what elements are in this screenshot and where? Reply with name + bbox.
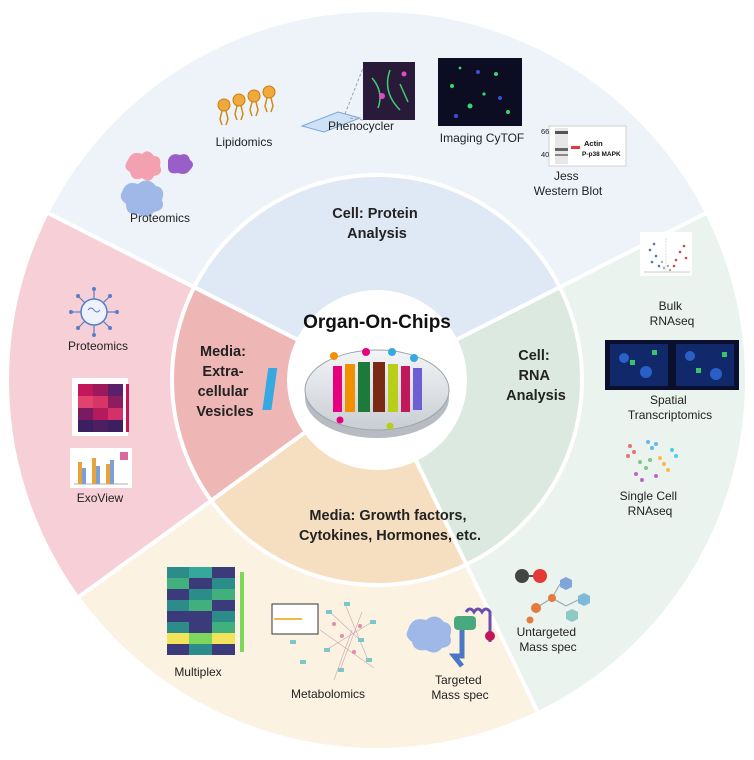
single-cell-umap-plot (626, 440, 678, 482)
spatial-transcriptomics-image (605, 340, 739, 390)
vesicle-heatmap (72, 378, 129, 436)
phenocycler-label: Phenocycler (328, 119, 394, 133)
metabolomics-network (271, 602, 376, 681)
multiplex-label: Multiplex (174, 665, 221, 679)
ev-inner-sector (172, 287, 377, 501)
targeted-mass-spec-label: Targeted Mass spec (431, 673, 488, 702)
proteomics-protein-label: Proteomics (130, 211, 190, 225)
exoview-label: ExoView (77, 491, 124, 505)
bulk-rnaseq-volcano-plot (640, 232, 692, 276)
vesicle-proteomics-label: Proteomics (68, 339, 128, 353)
media-inner-sector (211, 380, 467, 586)
single-cell-rnaseq-label: Single Cell RNAseq (620, 489, 681, 518)
imaging-cytof-label: Imaging CyTOF (440, 131, 524, 145)
bulk-rnaseq-label: Bulk RNAseq (650, 299, 695, 328)
multiplex-heatmap (167, 567, 244, 655)
western-blot-icon: 66 40 Actin P-p38 MAPK (541, 125, 627, 167)
protein-section-title: Cell: Protein Analysis (332, 206, 421, 242)
organ-chip-image (262, 348, 450, 438)
untargeted-mass-spec-icon (515, 569, 590, 624)
spatial-transcriptomics-label: Spatial Transcriptomics (628, 393, 712, 422)
metabolomics-label: Metabolomics (291, 687, 365, 701)
rna-section-title: Cell: RNA Analysis (506, 348, 566, 404)
blot-band-actin: Actin (584, 139, 603, 148)
blot-marker-66: 66 (541, 127, 549, 136)
exoview-bar-chart (70, 448, 132, 488)
imaging-cytof-icon (438, 58, 522, 126)
media-section-title: Media: Growth factors, Cytokines, Hormon… (299, 508, 481, 544)
proteomics-protein-icon (120, 151, 193, 217)
blot-marker-40: 40 (541, 150, 549, 159)
targeted-mass-spec-icon (406, 607, 495, 668)
jess-western-blot-label: Jess Western Blot (534, 169, 603, 198)
lipidomics-icon (217, 85, 276, 126)
vesicle-proteomics-icon (69, 287, 119, 337)
ev-section-title: Media: Extra- cellular Vesicles (196, 344, 253, 420)
lipidomics-label: Lipidomics (216, 135, 273, 149)
phenocycler-icon (300, 62, 415, 133)
blot-band-pp38: P-p38 MAPK (582, 151, 621, 158)
protein-inner-sector (194, 175, 560, 380)
center-title: Organ-On-Chips (303, 312, 451, 333)
untargeted-mass-spec-label: Untargeted Mass spec (517, 625, 580, 654)
